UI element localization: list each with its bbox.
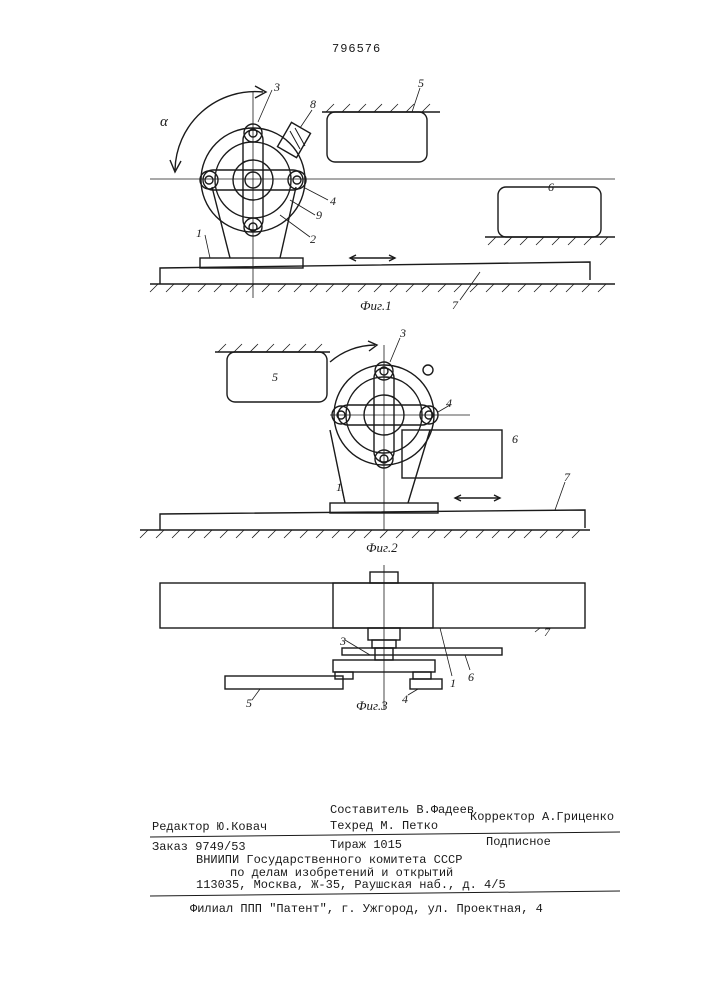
subscription: Подписное — [486, 835, 551, 849]
org-line-1: ВНИИПИ Государственного комитета СССР — [196, 853, 462, 867]
address: 113035, Москва, Ж-35, Раушская наб., д. … — [196, 878, 506, 892]
branch: Филиал ППП "Патент", г. Ужгород, ул. Про… — [190, 902, 543, 916]
order-number: Заказ 9749/53 — [152, 840, 246, 854]
circulation: Тираж 1015 — [330, 838, 402, 852]
